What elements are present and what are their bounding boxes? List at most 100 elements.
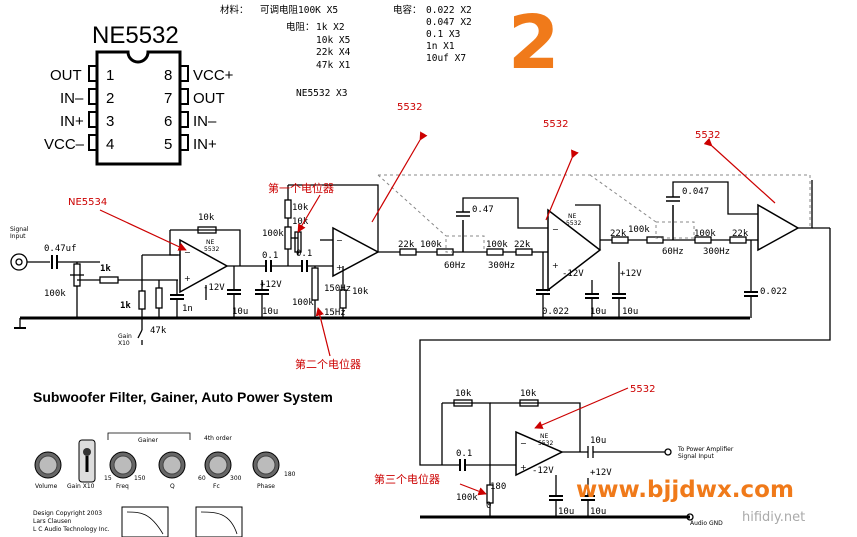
knob-q-label: Q — [170, 483, 175, 490]
label-22k-b: 22k — [514, 240, 531, 250]
svg-text:+: + — [184, 274, 191, 283]
svg-text:+: + — [552, 261, 559, 270]
phase-knob[interactable] — [252, 451, 280, 479]
pin5-num: 5 — [164, 136, 172, 153]
label-p12v-2: +12V — [620, 269, 642, 279]
mat-cap-3: 1n X1 — [426, 41, 455, 52]
pin6-num: 6 — [164, 113, 172, 130]
mat-res-0: 1k X2 — [316, 22, 345, 33]
label-22k-a: 22k — [398, 240, 415, 250]
knob-freq-label: Freq — [116, 483, 129, 490]
order-label: 4th order — [204, 435, 232, 442]
pin6-name: IN– — [193, 113, 217, 130]
label-10u-a: 10u — [232, 307, 248, 317]
svg-text:NE5532: NE5532 — [566, 213, 581, 227]
ann-5532-4: 5532 — [630, 384, 655, 395]
copyright-0: Design Copyright 2003 — [33, 510, 102, 517]
pin8-name: VCC+ — [193, 67, 234, 84]
label-01-c: 0.1 — [456, 449, 472, 459]
ann-pot3: 第三个电位器 — [374, 472, 440, 486]
freq-knob[interactable] — [109, 451, 137, 479]
label-100k-f: 100k — [694, 229, 716, 239]
audio-gnd-label: Audio GND — [690, 520, 723, 527]
ann-pot1: 第一个电位器 — [268, 181, 334, 195]
tick-fc-lo: 60 — [198, 475, 206, 482]
knob-gain-label: Gain X10 — [67, 483, 95, 490]
label-60hz-b: 60Hz — [662, 247, 684, 257]
svg-text:−: − — [552, 225, 559, 234]
label-10u-c: 10u — [590, 307, 606, 317]
pin7-name: OUT — [193, 90, 225, 107]
svg-text:−: − — [520, 439, 527, 448]
mat-cap-2: 0.1 X3 — [426, 29, 460, 40]
label-10k-top: 10k — [198, 213, 215, 223]
label-01-a: 0.1 — [262, 251, 278, 261]
mat-res-3: 47k X1 — [316, 60, 351, 71]
fc-knob[interactable] — [204, 451, 232, 479]
opamp-3 — [547, 208, 602, 292]
left-pins — [88, 65, 98, 151]
svg-text:NE5532: NE5532 — [204, 239, 219, 253]
mat-res-1: 10k X5 — [316, 35, 350, 46]
label-100k-g: 100k — [456, 493, 478, 503]
label-22k-c: 22k — [610, 229, 627, 239]
label-10k-e: 10k — [520, 389, 537, 399]
label-0047: 0.047 — [682, 187, 709, 197]
label-1k-a: 1k — [100, 264, 111, 274]
copyright-1: Lars Clausen — [33, 518, 72, 525]
label-0022-a: 0.022 — [542, 307, 569, 317]
copyright-2: L C Audio Technology Inc. — [33, 526, 110, 533]
mat-cap-0: 0.022 X2 — [426, 5, 472, 16]
label-100k-pot: 100k — [262, 229, 284, 239]
mat-pot: 可调电阻100K X5 — [260, 4, 338, 16]
label-10u-d: 10u — [622, 307, 638, 317]
watermark-hifi: hifidiy.net — [742, 510, 805, 525]
stage-3: 22k 100k 100k 22k 60Hz 300Hz 0.47 − + NE… — [398, 197, 642, 318]
label-15hz: 15Hz — [324, 308, 346, 318]
mat-cap-1: 0.047 X2 — [426, 17, 472, 28]
pin4-name: VCC– — [44, 136, 85, 153]
label-047-a: 0.47 — [472, 205, 494, 215]
label-m12v-2: -12V — [562, 269, 584, 279]
label-0: 0 — [486, 501, 491, 511]
pin5-name: IN+ — [193, 136, 217, 153]
svg-text:−: − — [336, 236, 343, 245]
label-300hz-a: 300Hz — [488, 261, 515, 271]
label-10k-pot: 10k — [292, 203, 309, 213]
label-0022-b: 0.022 — [760, 287, 787, 297]
gainer-label: Gainer — [138, 437, 158, 444]
label-p12v-3: +12V — [590, 468, 612, 478]
label-1n: 1n — [182, 304, 193, 314]
gain-switch[interactable] — [78, 439, 96, 483]
label-10u-e: 10u — [590, 436, 606, 446]
tick-fc-hi: 300 — [230, 475, 242, 482]
pin2-name: IN– — [60, 90, 84, 107]
opamp-4 — [757, 203, 800, 252]
label-100k-in: 100k — [44, 289, 66, 299]
pin3-num: 3 — [106, 113, 114, 130]
mat-res-label: 电阻： — [286, 21, 315, 33]
label-180: 180 — [490, 482, 506, 492]
big-number-2: 2 — [508, 0, 560, 86]
svg-text:NE5532: NE5532 — [538, 433, 553, 447]
label-01-b: 0.1 — [296, 249, 312, 259]
volume-knob[interactable] — [34, 451, 62, 479]
label-300hz-b: 300Hz — [703, 247, 730, 257]
q-knob[interactable] — [158, 451, 186, 479]
label-p12v-1: +12V — [260, 280, 282, 290]
svg-text:−: − — [184, 248, 191, 257]
pin4-num: 4 — [106, 136, 114, 153]
pin7-num: 7 — [164, 90, 172, 107]
chip-body — [95, 50, 182, 166]
mat-cap-label: 电容： — [393, 4, 422, 16]
label-10u-g: 10u — [590, 507, 606, 517]
opamp-1 — [179, 238, 229, 294]
ann-pot2: 第二个电位器 — [295, 357, 361, 371]
pin8-num: 8 — [164, 67, 172, 84]
pin1-name: OUT — [50, 67, 82, 84]
response-graph-2 — [195, 506, 243, 537]
